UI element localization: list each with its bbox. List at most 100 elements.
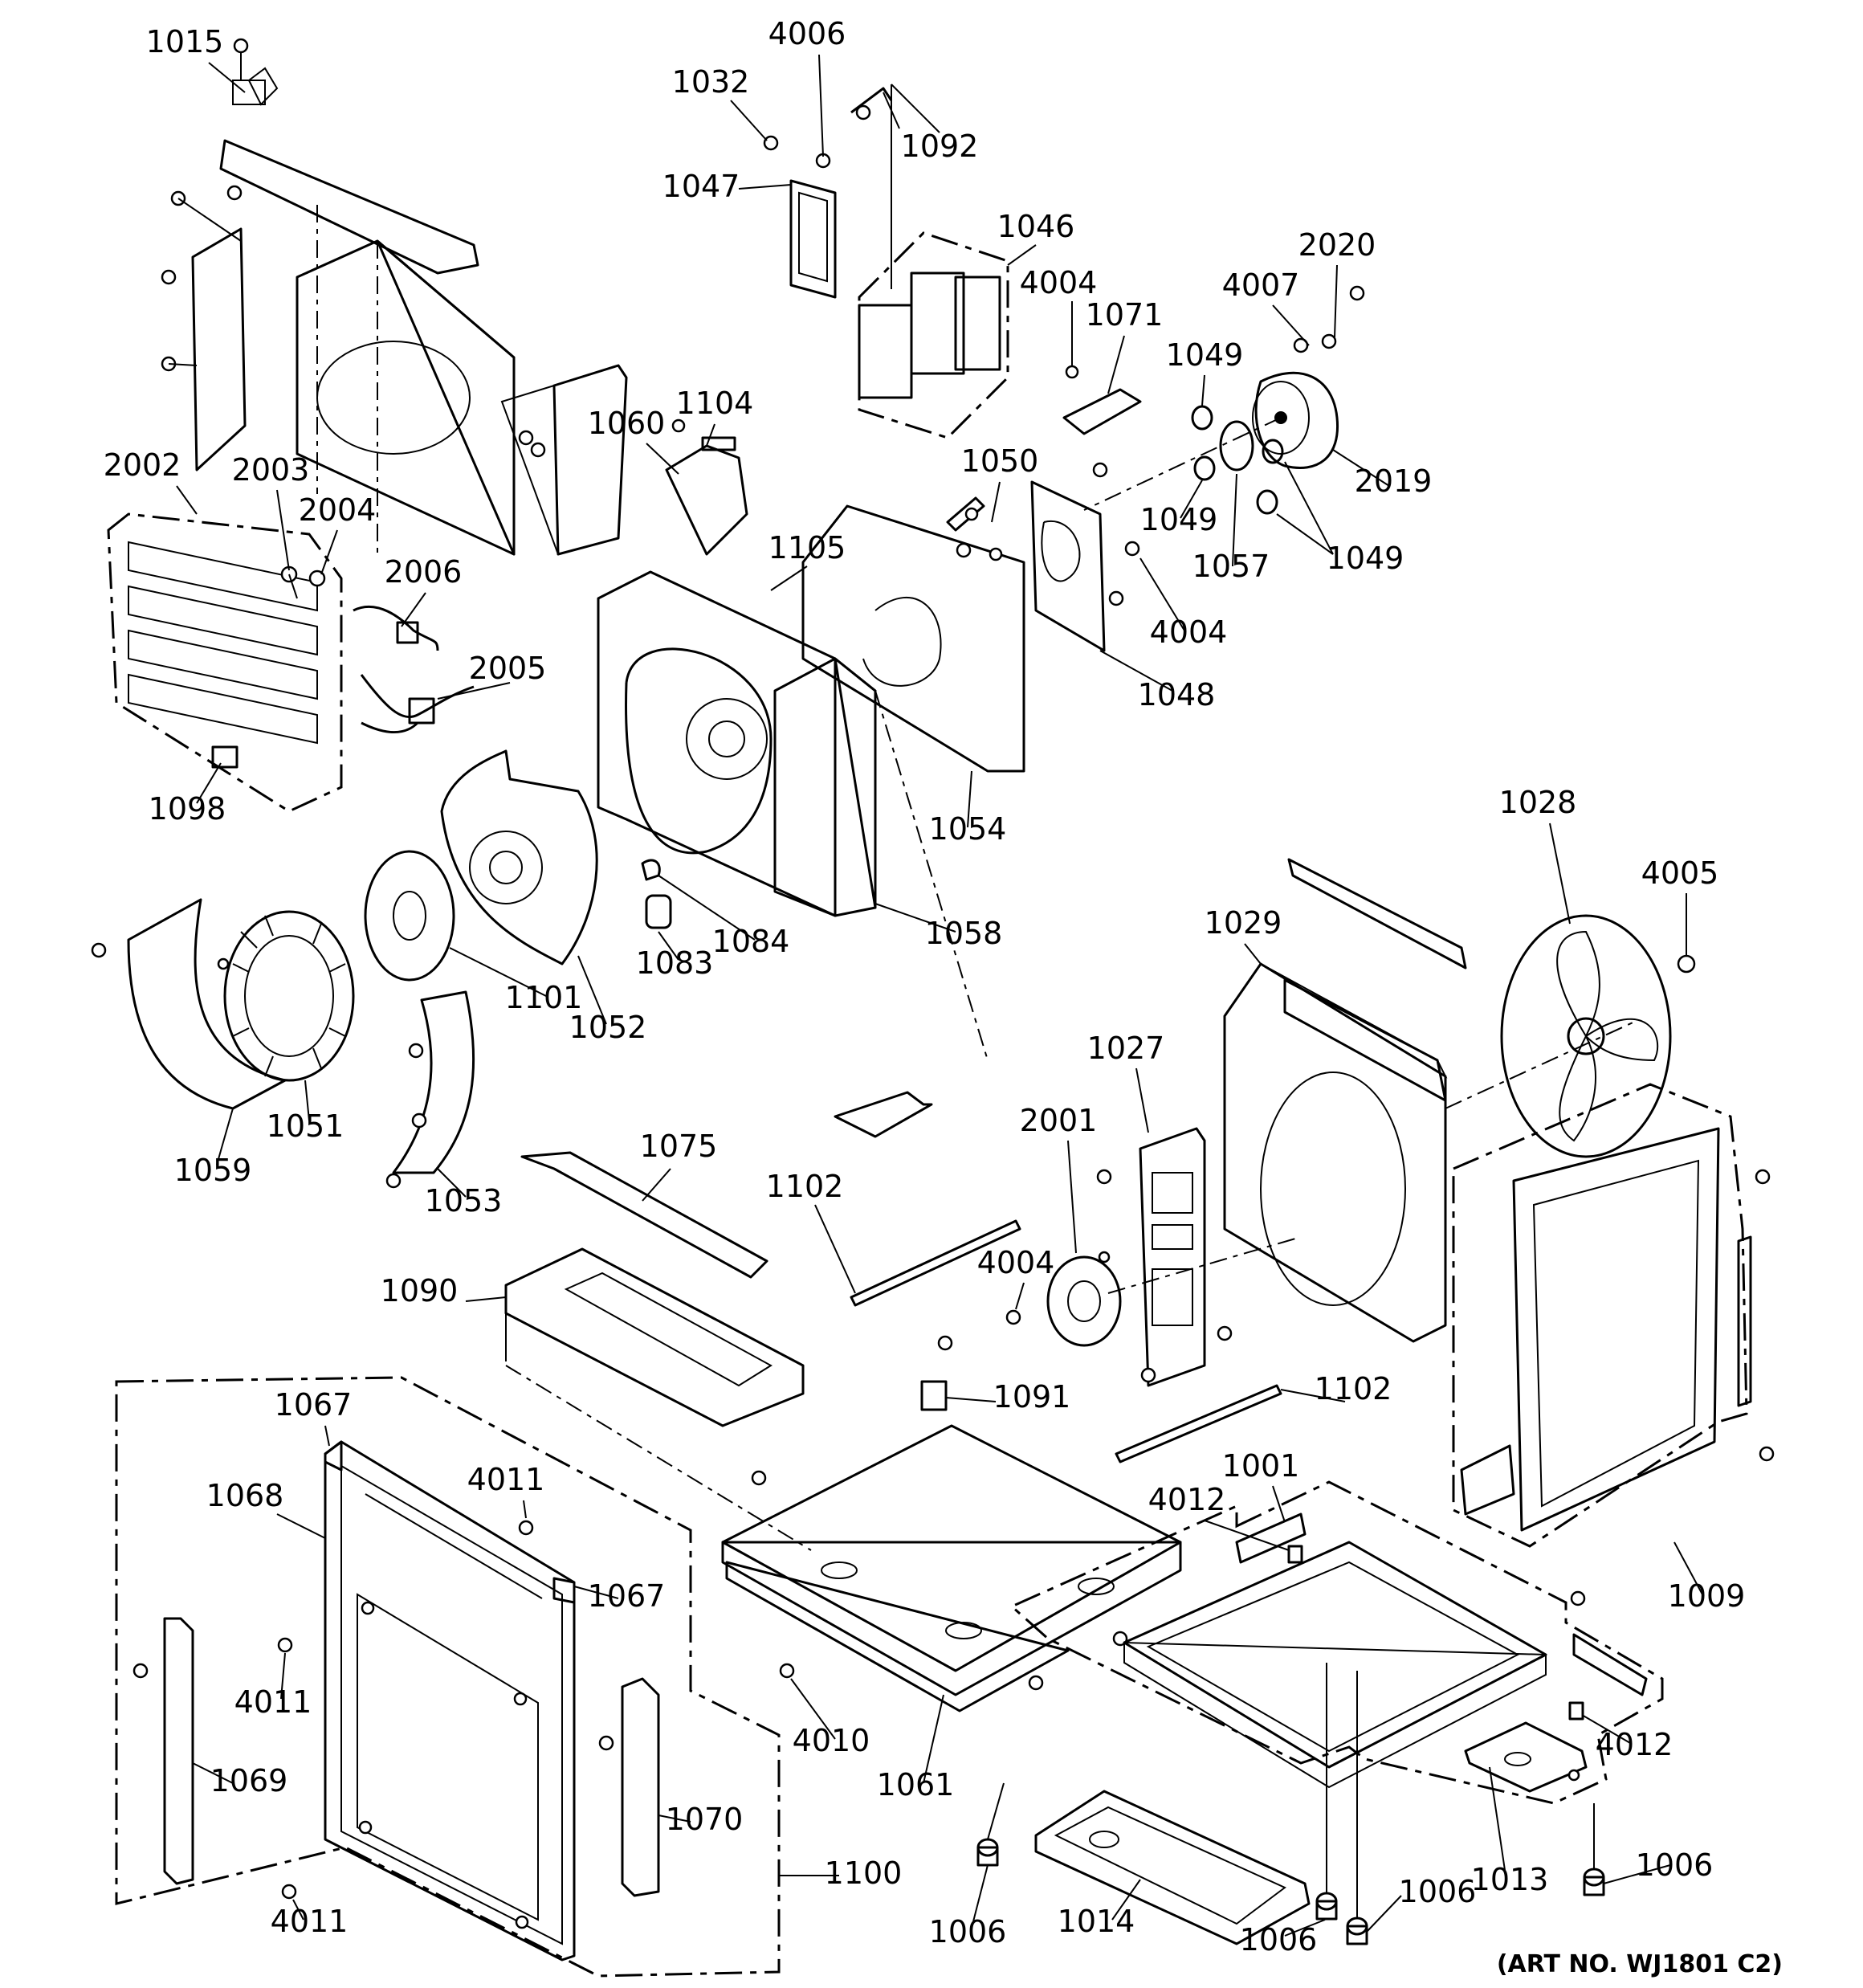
callout-1049: 1049: [1166, 337, 1244, 373]
partition-panel-1054: [801, 504, 1025, 773]
side-strip-1070: [598, 1677, 660, 1897]
callout-1057: 1057: [1192, 549, 1270, 584]
callout-1061: 1061: [877, 1767, 955, 1802]
gasket-1102: [834, 1091, 1282, 1463]
callout-1069: 1069: [210, 1763, 288, 1798]
callout-labels: 1015 4006 1032 1092 1047 1046 2020 4004 4007 1071…: [104, 16, 1746, 1957]
blower-side-frame: [834, 657, 989, 1061]
clip-1084: [641, 859, 661, 881]
callout-2004: 2004: [299, 492, 377, 528]
callout-1048: 1048: [1138, 677, 1216, 712]
blower-wheel-1051: [223, 910, 355, 1082]
callout-1052: 1052: [569, 1010, 647, 1045]
callout-1006: 1006: [929, 1914, 1007, 1949]
callout-4005: 4005: [1641, 855, 1719, 891]
vent-mechanism: [850, 84, 940, 289]
callout-2002: 2002: [104, 447, 181, 483]
callout-2001: 2001: [1020, 1103, 1098, 1138]
callout-4011: 4011: [271, 1904, 349, 1939]
callout-1049: 1049: [1327, 541, 1404, 576]
callout-1092: 1092: [901, 129, 979, 164]
side-bracket-left: [161, 185, 247, 471]
callout-1049: 1049: [1140, 502, 1218, 537]
base-pan-1061: [721, 1424, 1182, 1712]
callout-1053: 1053: [425, 1183, 503, 1219]
inlet-ring-1101: [364, 850, 455, 982]
callout-1028: 1028: [1499, 785, 1577, 820]
callout-1014: 1014: [1058, 1904, 1135, 1939]
callout-1083: 1083: [636, 945, 714, 981]
fan-motor-2001: [1005, 1236, 1302, 1347]
callout-1009: 1009: [1668, 1578, 1746, 1614]
callout-1102: 1102: [766, 1169, 844, 1204]
callout-1104: 1104: [676, 386, 754, 421]
callout-4010: 4010: [793, 1723, 870, 1758]
callout-1067: 1067: [275, 1387, 353, 1423]
callout-1006: 1006: [1240, 1922, 1318, 1957]
clip-1050: [946, 496, 1003, 561]
callout-1054: 1054: [929, 811, 1007, 847]
callout-1070: 1070: [666, 1802, 744, 1837]
clip-4012: [1287, 1545, 1648, 1721]
bearings-1049: [1191, 405, 1284, 515]
callout-4007: 4007: [1222, 267, 1300, 303]
bracket-1071: [1062, 365, 1142, 435]
callout-1101: 1101: [505, 980, 583, 1015]
callout-1075: 1075: [640, 1129, 718, 1164]
wire-harness-2005: [360, 674, 475, 734]
callout-2005: 2005: [469, 651, 547, 686]
callout-1091: 1091: [993, 1379, 1071, 1414]
callout-4012: 4012: [1596, 1727, 1673, 1762]
callout-2003: 2003: [232, 452, 310, 488]
callout-1060: 1060: [588, 406, 666, 441]
side-strip-1069: [132, 1617, 194, 1885]
callout-4004: 4004: [1020, 265, 1098, 300]
bracket-1013: [1464, 1721, 1588, 1793]
motor-mount-1048: [1030, 462, 1140, 652]
callout-2020: 2020: [1298, 227, 1376, 263]
grommet-1083: [645, 894, 672, 929]
side-panel-group-1009: [1452, 1083, 1775, 1606]
leveling-feet-1006: [976, 1663, 1605, 1945]
leader-lines: [176, 54, 1703, 1937]
blower-housing-1105: [597, 570, 877, 917]
art-number: (ART NO. WJ1801 C2): [1497, 1950, 1783, 1978]
wire-harness-2006: [353, 605, 439, 651]
callout-4006: 4006: [768, 16, 846, 51]
callout-1006: 1006: [1636, 1847, 1714, 1883]
callout-1047: 1047: [662, 169, 740, 204]
scroll-strip-1053: [385, 990, 475, 1189]
callout-1059: 1059: [174, 1153, 252, 1188]
callout-1068: 1068: [206, 1478, 284, 1513]
fan-blade-1028: [1445, 914, 1696, 1158]
drain-cover-1075: [520, 1151, 768, 1279]
callout-1027: 1027: [1087, 1031, 1165, 1066]
top-strip-1029: [1287, 858, 1467, 970]
callout-1032: 1032: [672, 64, 750, 100]
drain-pan-1090: [504, 1247, 812, 1551]
drain-tray-1014: [1034, 1790, 1311, 1945]
callout-1098: 1098: [149, 791, 226, 827]
blower-shroud-1059: [91, 898, 287, 1110]
callout-1100: 1100: [825, 1855, 903, 1891]
callout-1105: 1105: [768, 530, 846, 565]
callout-1046: 1046: [997, 209, 1075, 244]
damper-door-1047: [763, 135, 837, 299]
top-cover: [219, 38, 479, 275]
callout-4004: 4004: [977, 1245, 1055, 1280]
callout-1001: 1001: [1222, 1448, 1300, 1484]
callout-4012: 4012: [1148, 1482, 1226, 1517]
switch-1091: [920, 1335, 997, 1411]
callout-2019: 2019: [1355, 463, 1433, 499]
motor-bracket-1027: [1096, 1127, 1233, 1387]
rear-panel-top: [296, 205, 516, 556]
callout-1015: 1015: [146, 24, 224, 59]
callout-4004: 4004: [1150, 614, 1228, 650]
callout-1051: 1051: [267, 1108, 344, 1144]
callout-1102: 1102: [1315, 1371, 1392, 1406]
callout-1071: 1071: [1086, 297, 1164, 333]
heater-assembly: [107, 512, 343, 813]
shroud-1029: [1223, 962, 1448, 1343]
hardware-2020: [1293, 285, 1365, 353]
